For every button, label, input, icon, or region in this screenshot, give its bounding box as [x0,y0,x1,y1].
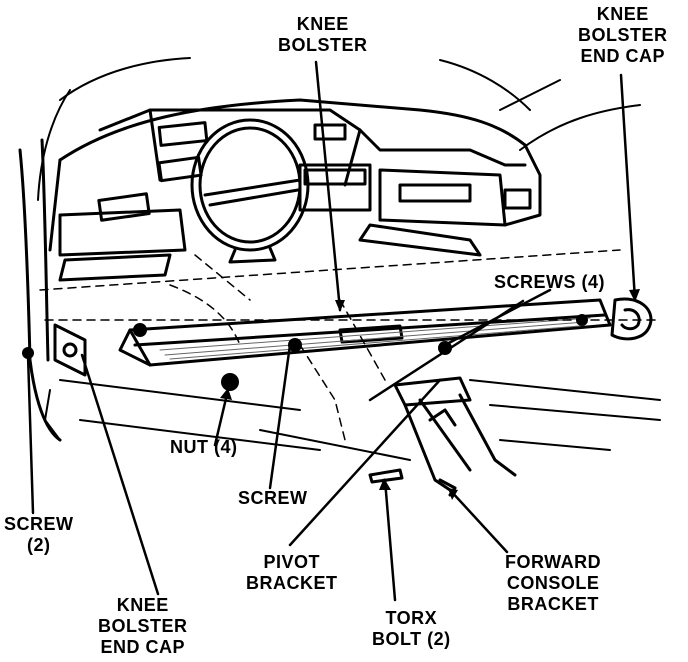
arrowheads [220,289,640,500]
screws-right [438,314,588,355]
label-screw-2: SCREW(2) [4,514,74,555]
label-nut-4: NUT (4) [170,437,238,457]
a-pillar [18,138,62,442]
screw-left [22,347,34,359]
dashboard [48,98,542,282]
end-cap-left [53,323,87,377]
nut [221,373,239,391]
console-bracket [368,376,517,497]
end-cap-right [610,297,653,341]
floor-lines [44,379,661,461]
assembly-dashed-lines [39,249,661,441]
bolster-fastener-left [133,323,147,337]
steering-wheel [190,118,310,264]
windshield-outline [37,57,641,201]
label-screw: SCREW [238,488,308,508]
knee-bolster-panel [118,298,612,367]
screw-center [288,338,302,352]
leader-lines [26,60,637,602]
label-screws-4: SCREWS (4) [494,272,606,292]
knee-bolster-shading [159,317,591,360]
